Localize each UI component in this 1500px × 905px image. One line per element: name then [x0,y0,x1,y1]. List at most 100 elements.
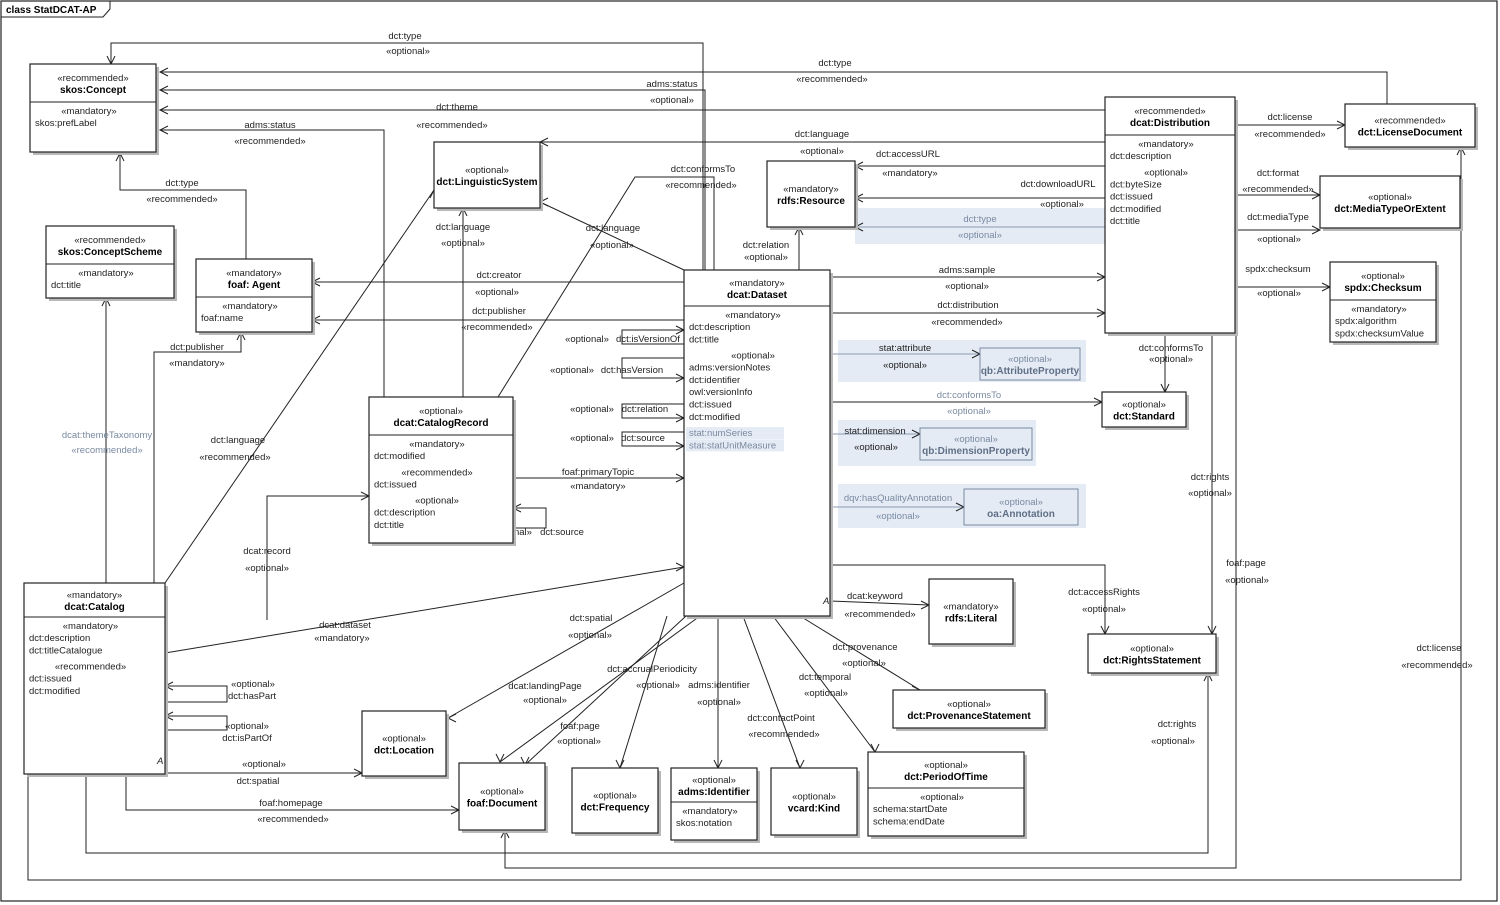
association-label: «recommended» [931,317,1002,328]
association-label: dct:format [1257,168,1300,179]
attr-stereotype: «mandatory» [1138,139,1193,150]
class-stereotype: «optional» [947,699,991,710]
association-label: dct:provenance [833,642,898,653]
attr-stereotype: «mandatory» [682,806,737,817]
association-label: dct:language [211,435,265,446]
class-box [1344,103,1476,148]
association-label: dct:conformsTo [671,164,735,175]
association-label: «optional» [883,360,927,371]
association-label: «optional» [1082,604,1126,615]
association-line [621,357,684,379]
attribute: dct:title [689,334,719,345]
attribute: dct:issued [1110,192,1153,203]
association-label: «optional» [876,511,920,522]
association-label: «optional» [1040,199,1084,210]
class-box [29,63,157,153]
class-boxes: «recommended»skos:Concept«mandatory»skos… [23,63,1478,843]
class-name: rdfs:Resource [777,196,845,207]
association-label: «optional» [590,240,634,251]
association-label: foaf:page [1226,558,1266,569]
association-line [119,153,247,259]
association-label: dct:conformsTo [1139,343,1203,354]
class-periodoftime: «optional»dct:PeriodOfTime«optional»sche… [867,751,1027,839]
attribute: dct:description [1110,151,1171,162]
association-line [619,615,668,769]
class-box [23,582,166,775]
attribute: dct:title [374,520,404,531]
class-stereotype: «optional» [954,434,998,445]
association-label: «optional» [804,688,848,699]
class-name: qb:DimensionProperty [922,446,1030,457]
association-label: dct:language [586,223,640,234]
class-name: dct:MediaTypeOrExtent [1334,204,1446,215]
class-name: dct:ProvenanceStatement [907,711,1031,722]
error-marker: A [822,596,829,607]
association-label: dct:rights [1191,472,1230,483]
class-name: dct:Frequency [581,803,650,814]
class-location: «optional»dct:Location [361,710,449,779]
association-label: «optional» [636,680,680,691]
association-line [742,615,801,769]
association-line [125,774,459,811]
association-label: «optional» [800,146,844,157]
association-line [539,201,685,271]
class-box [458,762,546,831]
attribute: dct:titleCatalogue [29,645,102,656]
association-line [164,566,685,654]
class-name: vcard:Kind [788,804,840,815]
attribute: dct:byteSize [1110,179,1162,190]
frame-tab [1,1,111,18]
class-name: spdx:Checksum [1344,283,1421,294]
association-label: «recommended» [71,445,142,456]
association-label: dct:creator [477,270,522,281]
association-label: «recommended» [257,814,328,825]
association-label: «optional» [550,365,594,376]
arrowhead [158,105,169,115]
association-label: dct:type [818,58,851,69]
class-box [1087,633,1217,674]
association-label: dct:source [621,433,665,444]
association-label: dct:source [540,527,584,538]
class-annotation: «optional»oa:Annotation [963,488,1079,526]
association-label: «recommended» [1401,660,1472,671]
attribute: adms:versionNotes [689,363,771,374]
class-box [770,767,858,836]
association-line [830,564,1106,634]
class-box [979,347,1081,381]
association-label: «optional» [1257,234,1301,245]
association-line [153,332,242,583]
attribute: dct:title [51,280,81,291]
association-label: adms:status [646,79,697,90]
class-box [963,488,1079,526]
association-label: «optional» [1257,288,1301,299]
association-label: adms:identifier [688,680,750,691]
association-line [621,403,684,419]
association-label: «recommended» [844,609,915,620]
attribute: dct:modified [689,412,740,423]
class-resource: «mandatory»rdfs:Resource [766,160,858,230]
class-stereotype: «mandatory» [729,278,784,289]
attr-stereotype: «mandatory» [409,439,464,450]
class-name: dcat:Dataset [727,290,788,301]
association-label: «optional» [744,252,788,263]
association-label: «mandatory» [169,358,224,369]
class-box [928,578,1014,645]
attribute: foaf:name [201,313,243,324]
class-kind: «optional»vcard:Kind [770,767,860,838]
attribute: owl:versionInfo [689,387,752,398]
attr-stereotype: «recommended» [401,467,472,478]
attribute: spdx:algorithm [1335,316,1397,327]
association-label: «recommended» [796,74,867,85]
association-line [499,615,701,763]
association-label: «optional» [1188,488,1232,499]
class-stereotype: «optional» [419,406,463,417]
association-label: dct:theme [436,102,478,113]
class-name: dct:Location [374,746,434,757]
class-distribution: «recommended»dcat:Distribution«mandatory… [1104,96,1238,336]
arrowhead [1311,225,1322,235]
association-label: dct:publisher [170,342,224,353]
attribute: dct:description [689,322,750,333]
